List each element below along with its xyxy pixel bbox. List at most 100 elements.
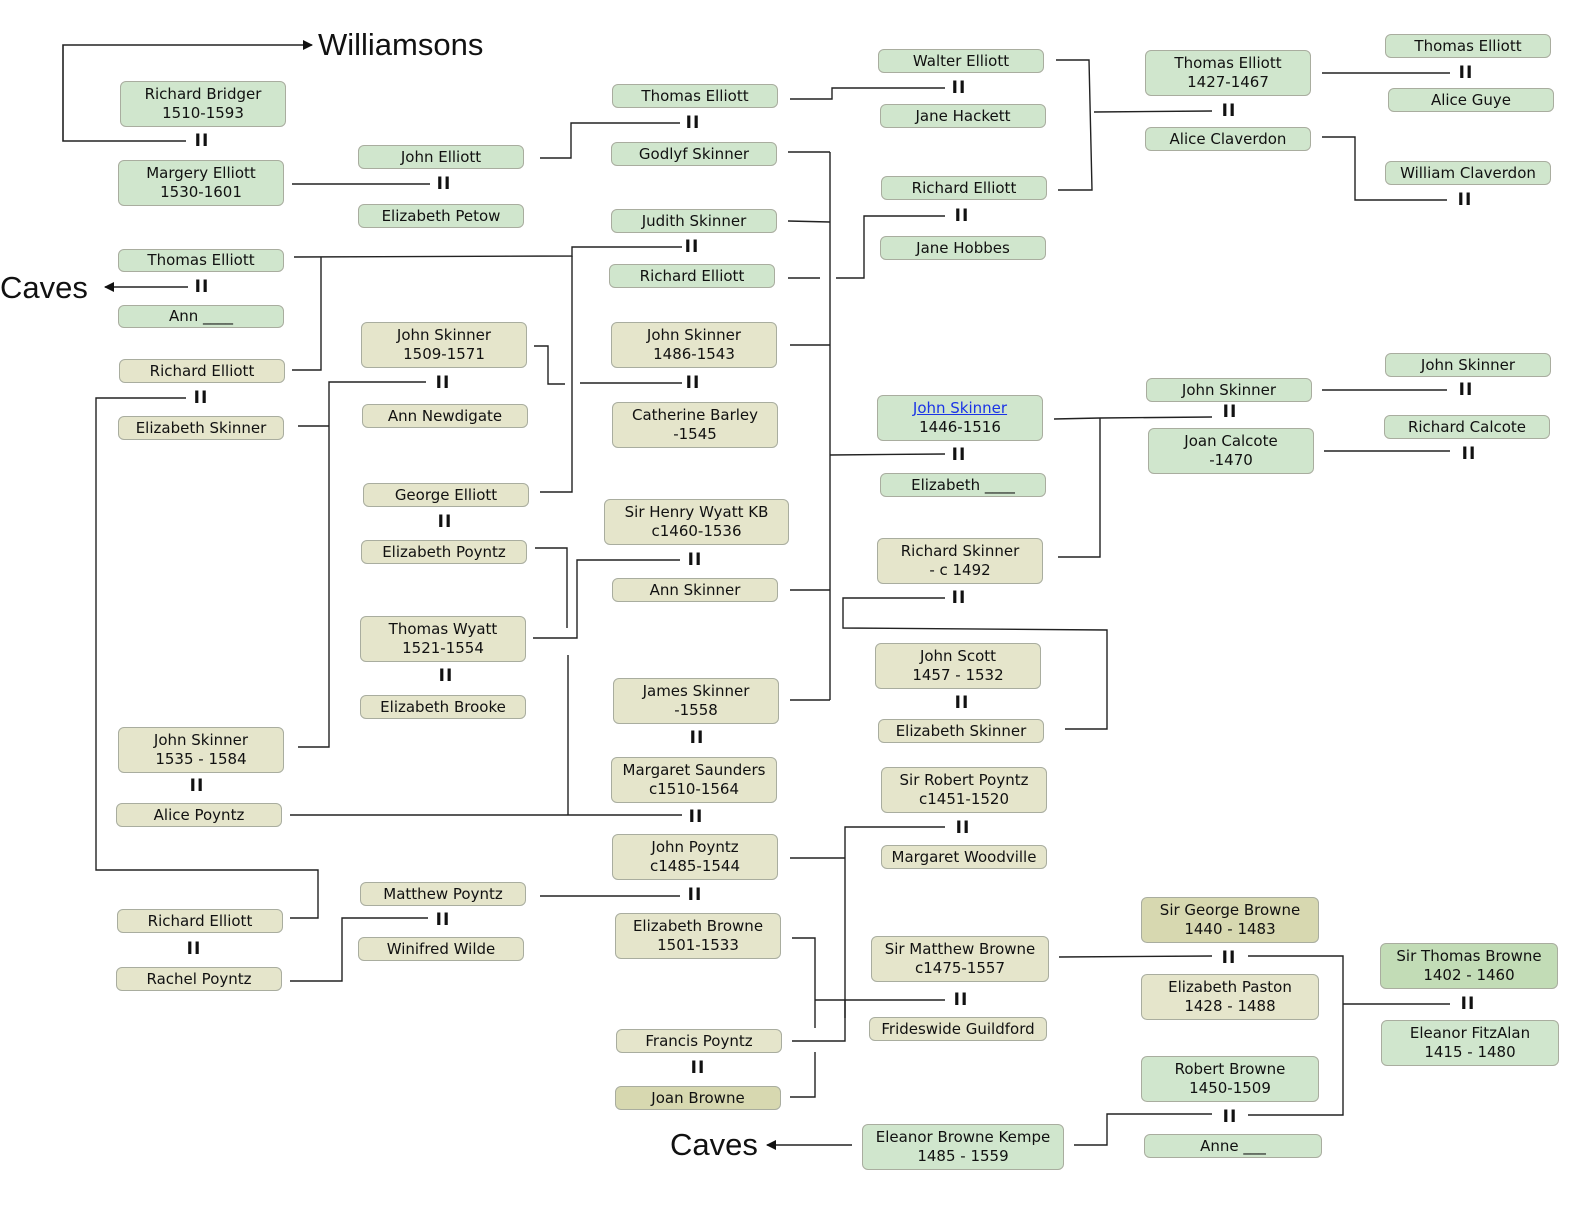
marriage-marker: II [685,373,701,393]
marriage-marker: II [689,728,705,748]
marriage-marker: II [1457,190,1473,210]
person-name: Sir George Browne [1159,901,1301,919]
person-name: Ann Newdigate [387,406,503,425]
person-dates: 1457 - 1532 [912,666,1004,684]
person-name: Elizabeth Brooke [380,697,506,716]
marriage-marker: II [435,910,451,930]
person-name: Elizabeth Browne [632,917,764,935]
person-name: Jane Hackett [915,106,1011,125]
person-dates: c1485-1544 [649,857,740,875]
marriage-marker: II [1221,948,1237,968]
person-box: Richard Elliott [609,264,775,288]
person-dates: 1509-1571 [403,345,485,363]
person-name: Robert Browne [1174,1060,1286,1078]
person-dates: -1545 [673,425,717,443]
person-box: John Skinner [1385,353,1551,377]
person-dates: 1415 - 1480 [1424,1043,1516,1061]
person-name: Eleanor Browne Kempe [875,1128,1051,1146]
caves-bottom-label: Caves [670,1127,758,1162]
marriage-marker: II [437,512,453,532]
person-dates: 1446-1516 [919,418,1001,436]
person-name: Elizabeth ____ [911,475,1015,494]
person-name: Thomas Elliott [641,86,749,105]
person-name: John Elliott [400,147,482,166]
person-box: Richard Elliott [117,909,283,933]
person-box: Matthew Poyntz [360,882,526,906]
person-box: Jane Hackett [880,104,1046,128]
person-name: Alice Claverdon [1169,129,1287,148]
person-name: Sir Matthew Browne [884,940,1036,958]
person-box: Alice Guye [1388,88,1554,112]
person-name: Elizabeth Skinner [895,721,1027,740]
person-name: Anne ___ [1200,1136,1266,1155]
marriage-marker: II [194,277,210,297]
person-dates: 1427-1467 [1187,73,1269,91]
marriage-marker: II [954,206,970,226]
person-box: Frideswide Guildford [869,1017,1047,1041]
marriage-marker: II [688,807,704,827]
person-name: Sir Henry Wyatt KB [624,503,769,521]
person-name: Thomas Elliott [1414,36,1522,55]
marriage-marker: II [1458,380,1474,400]
person-name: Catherine Barley [631,406,759,424]
person-name: John Skinner [646,326,742,344]
person-dates: c1475-1557 [914,959,1005,977]
person-box: Elizabeth Skinner [878,719,1044,743]
person-name: William Claverdon [1400,163,1536,182]
person-name: John Skinner [153,731,249,749]
marriage-marker: II [687,885,703,905]
person-box: Thomas Elliott [612,84,778,108]
marriage-marker: II [436,174,452,194]
person-box: Richard Elliott [119,359,285,383]
person-name: Frideswide Guildford [881,1019,1035,1038]
person-name: John Skinner [1181,380,1277,399]
marriage-marker: II [687,550,703,570]
person-name: Elizabeth Poyntz [382,542,506,561]
person-dates: c1460-1536 [651,522,742,540]
person-name: John Skinner [396,326,492,344]
person-box: Alice Claverdon [1145,127,1311,151]
person-name: Elizabeth Petow [381,206,501,225]
person-box: William Claverdon [1385,161,1551,185]
person-name: Alice Poyntz [153,805,245,824]
person-name: Eleanor FitzAlan [1409,1024,1531,1042]
marriage-marker: II [684,237,700,257]
person-dates: 1428 - 1488 [1184,997,1276,1015]
person-name: Judith Skinner [641,211,747,230]
marriage-marker: II [690,1058,706,1078]
person-name: Ann Skinner [649,580,741,599]
person-box: Elizabeth ____ [880,473,1046,497]
person-dates: c1451-1520 [918,790,1009,808]
marriage-marker: II [1222,402,1238,422]
person-name-link[interactable]: John Skinner [912,399,1008,417]
person-box: Joan Browne [615,1086,781,1110]
marriage-marker: II [189,776,205,796]
person-box: Alice Poyntz [116,803,282,827]
person-box: Rachel Poyntz [116,967,282,991]
marriage-marker: II [438,666,454,686]
person-box: Ann ____ [118,305,284,328]
person-name: Margaret Saunders [622,761,766,779]
person-box: Richard Elliott [881,176,1047,200]
person-name: Thomas Elliott [147,251,255,269]
person-name: Richard Elliott [639,266,745,285]
marriage-marker: II [951,78,967,98]
person-dates: c1510-1564 [648,780,739,798]
marriage-marker: II [186,939,202,959]
marriage-marker: II [1458,63,1474,83]
person-box: Margaret Woodville [881,845,1047,869]
marriage-marker: II [1222,1107,1238,1127]
person-dates: 1450-1509 [1189,1079,1271,1097]
person-name: John Poyntz [651,838,739,856]
person-box: Joan Calcote-1470 [1148,428,1314,474]
